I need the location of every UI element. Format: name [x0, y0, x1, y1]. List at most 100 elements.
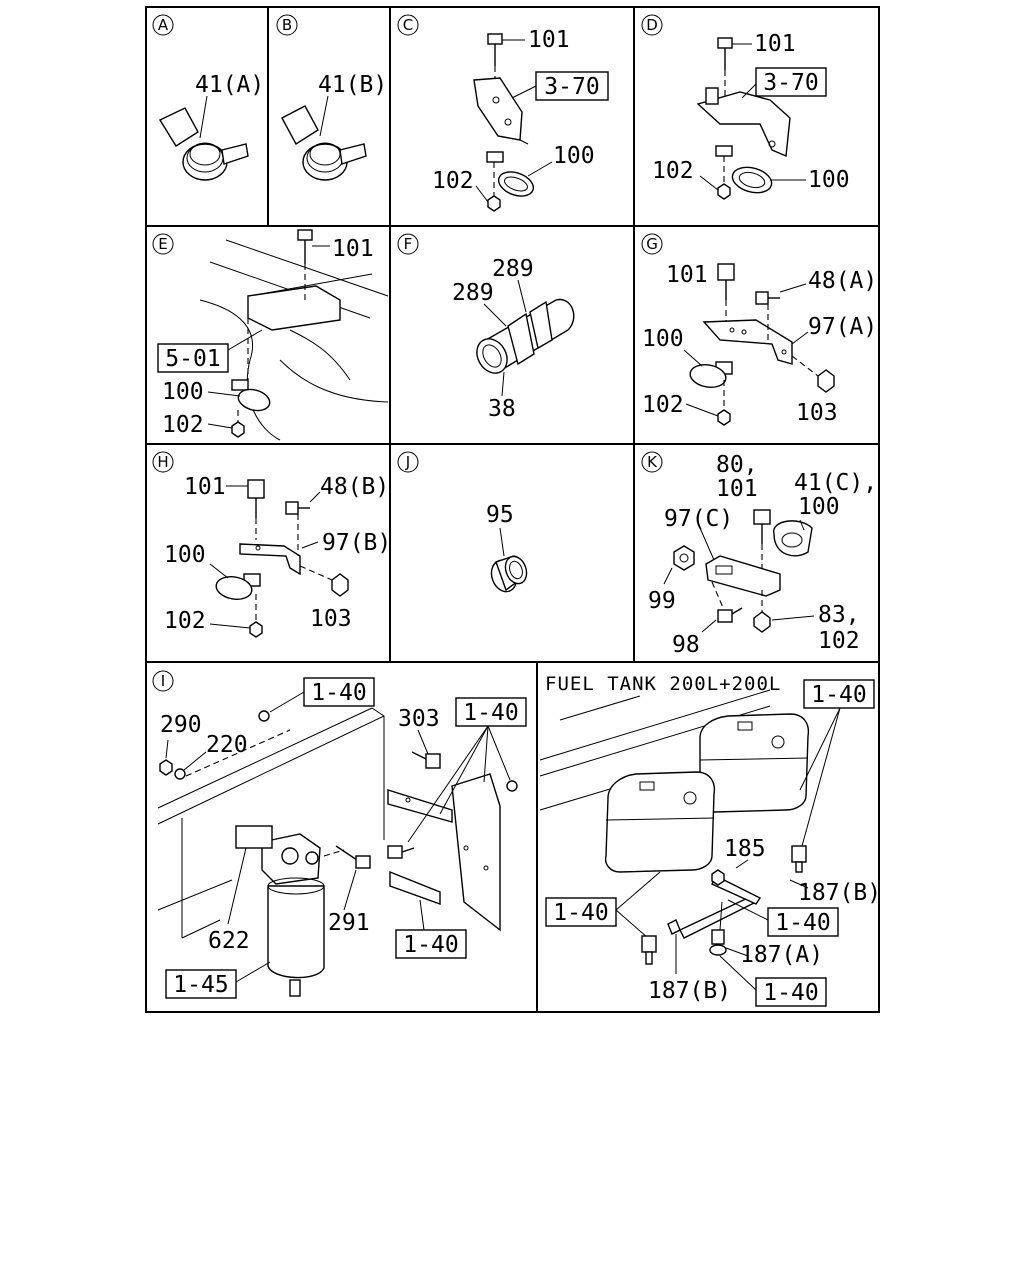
panel-k: K 80, 101 41(C), 100 97(C) 99 98 [641, 451, 877, 658]
bracket-plate-right [451, 773, 501, 932]
fitting-187b-left [641, 935, 657, 965]
ref-box-1-40-i-top [303, 677, 375, 707]
label-303: 303 [398, 706, 440, 732]
label-101-d: 101 [754, 31, 796, 57]
label-98: 98 [672, 632, 700, 658]
ref-box-1-40-fuel-bottom [755, 977, 827, 1007]
grommet-95 [490, 555, 528, 593]
fitting-187a [709, 929, 727, 956]
label-101-g: 101 [666, 262, 708, 288]
panel-c: C 101 3-70 100 102 [397, 14, 609, 212]
panel-b-letter: B [282, 16, 292, 34]
bracket-97c [705, 555, 781, 597]
panel-f: F 289 289 38 [397, 233, 575, 422]
label-102-g: 102 [642, 392, 684, 418]
bracket-d [696, 91, 791, 158]
bracket-97a [702, 319, 793, 365]
fitting-187b-right [791, 845, 807, 873]
label-185: 185 [724, 836, 766, 862]
bracket-strip-lower [389, 870, 441, 905]
label-100-e: 100 [162, 379, 204, 405]
ref-box-1-40-i-bottom [395, 929, 467, 959]
label-97a: 97(A) [808, 314, 877, 340]
bolt-101-e [297, 229, 313, 264]
clip-100-d [715, 145, 773, 194]
bolt-101-k [753, 509, 771, 544]
label-220: 220 [206, 732, 248, 758]
nut-99 [673, 545, 695, 571]
label-41b: 41(B) [318, 72, 387, 98]
bolt-291 [335, 845, 371, 869]
panel-e-letter: E [158, 235, 167, 253]
panel-j-letter: J [405, 453, 410, 471]
ref-1-40-i-right: 1-40 [463, 700, 518, 726]
panel-a: A 41(A) [152, 14, 264, 181]
panel-fuel-tank: FUEL TANK 200L+200L 1-40 187(B) [539, 673, 881, 1007]
fuel-tank-rear [698, 713, 810, 813]
ref-1-45: 1-45 [173, 972, 228, 998]
panel-j: J 95 [397, 451, 528, 593]
panel-g: G 101 48(A) 97(A) 100 103 102 [641, 233, 877, 426]
label-83: 83, [818, 602, 860, 628]
label-102-k: 102 [818, 628, 860, 654]
frame-rail-e [199, 239, 389, 441]
label-187b-right: 187(B) [798, 880, 881, 906]
label-100-c: 100 [553, 143, 595, 169]
bolt-101-d [717, 37, 733, 70]
grid-frame [145, 6, 880, 1013]
panel-i-letter: I [161, 672, 165, 690]
label-102-h: 102 [164, 608, 206, 634]
label-100-h: 100 [164, 542, 206, 568]
label-80: 80, [716, 452, 758, 478]
clip-100-g [689, 361, 733, 388]
fuel-tank-title: FUEL TANK 200L+200L [545, 673, 781, 695]
label-103-h: 103 [310, 606, 352, 632]
label-38: 38 [488, 396, 516, 422]
bracket-c [473, 77, 523, 141]
hose-38 [476, 298, 575, 374]
panel-h-letter: H [157, 453, 168, 471]
label-100-d: 100 [808, 167, 850, 193]
ref-1-40-fuel-bottom: 1-40 [763, 980, 818, 1006]
label-102-d: 102 [652, 158, 694, 184]
bolt-391 [387, 845, 415, 859]
bracket-strip-upper [387, 789, 453, 823]
label-102-c: 102 [432, 168, 474, 194]
label-289-top: 289 [492, 256, 534, 282]
label-99: 99 [648, 588, 676, 614]
label-101-h: 101 [184, 474, 226, 500]
bracket-97b [239, 543, 301, 576]
label-100-k: 100 [798, 494, 840, 520]
label-101-c: 101 [528, 27, 570, 53]
bolt-101-g [717, 263, 735, 300]
ref-1-40-fuel-top: 1-40 [811, 682, 866, 708]
ref-box-1-40-fuel-left [545, 897, 617, 927]
ref-1-40-i-bottom: 1-40 [403, 932, 458, 958]
panel-d: D 101 3-70 100 102 [641, 14, 850, 200]
bolt-303 [411, 751, 441, 769]
ref-3-70-c: 3-70 [544, 74, 599, 100]
fuel-filter [235, 825, 325, 997]
hose-clamp-41a [158, 107, 249, 181]
label-187b-left: 187(B) [648, 978, 731, 1004]
clip-41c [773, 520, 813, 557]
ref-1-40-i-top: 1-40 [311, 680, 366, 706]
bolt-101-c [487, 33, 503, 66]
panel-d-letter: D [646, 16, 658, 34]
label-290: 290 [160, 712, 202, 738]
panel-f-letter: F [404, 235, 413, 253]
label-289-left: 289 [452, 280, 494, 306]
ref-box-1-40-fuel-top [803, 679, 875, 709]
label-41a: 41(A) [195, 72, 264, 98]
ref-box-1-40-i-right [455, 697, 527, 727]
clip-100-e [231, 379, 271, 412]
label-102-e: 102 [162, 412, 204, 438]
label-101-k: 101 [716, 476, 758, 502]
label-101-e: 101 [332, 236, 374, 262]
ref-3-70-d: 3-70 [763, 70, 818, 96]
bolt-101-h [247, 479, 265, 518]
label-291: 291 [328, 910, 370, 936]
label-187a: 187(A) [740, 942, 823, 968]
clip-100-h [215, 573, 261, 600]
label-48a: 48(A) [808, 268, 877, 294]
